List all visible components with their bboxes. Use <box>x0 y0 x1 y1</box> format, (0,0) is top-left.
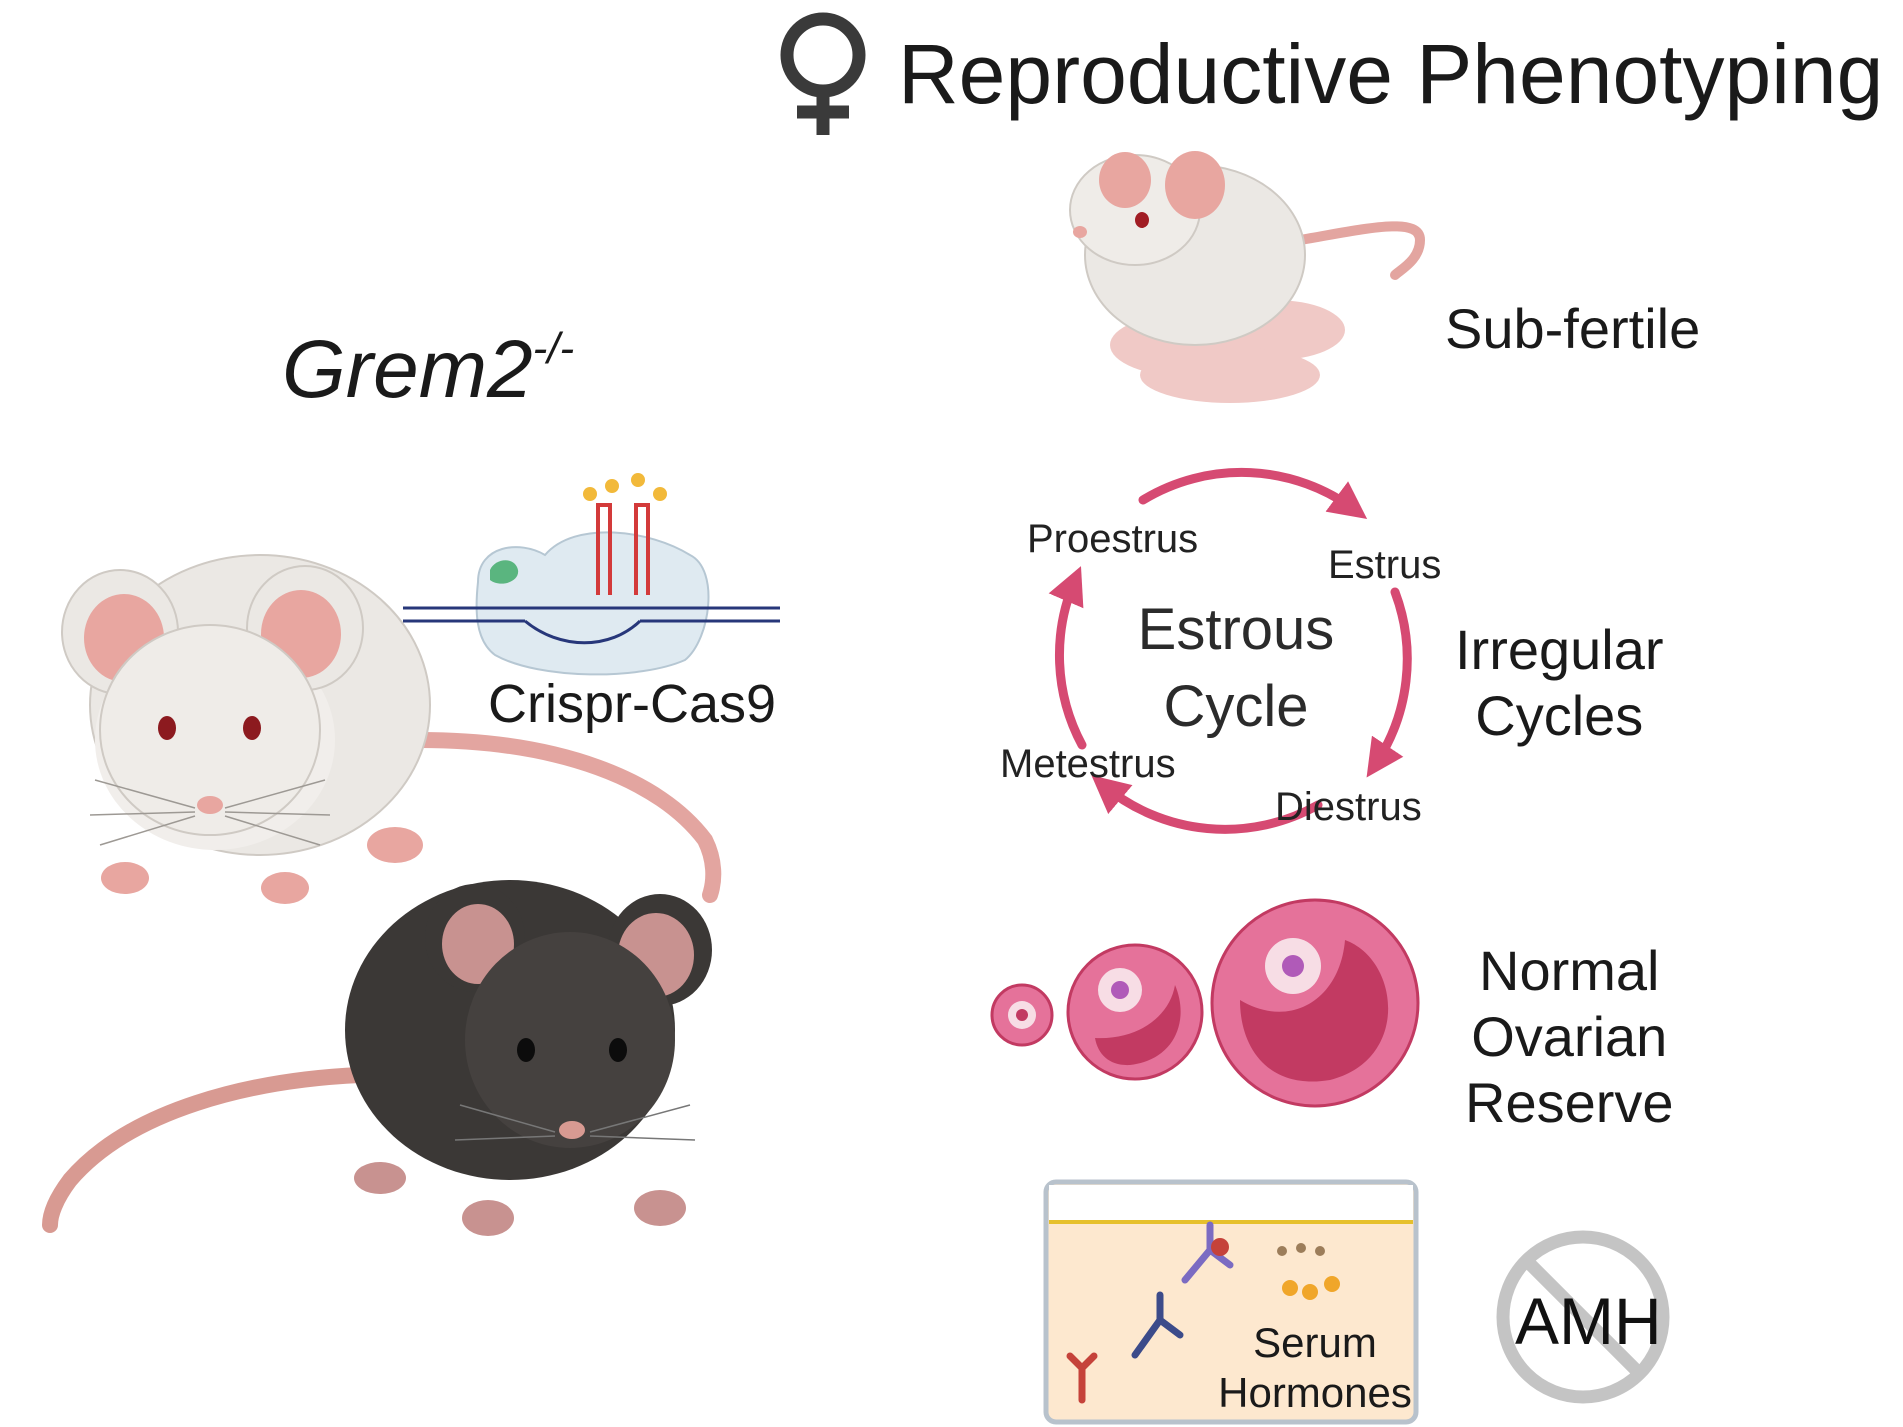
irregular-cycles-line-2: Cycles <box>1475 684 1644 748</box>
estrous-cycle-center-label: Estrous Cycle <box>1126 592 1346 745</box>
ovarian-reserve-line-2: Ovarian <box>1471 1005 1668 1069</box>
stage-proestrus: Proestrus <box>1027 517 1199 561</box>
mouse-with-pups-illustration <box>1069 151 1426 403</box>
page-title: Reproductive Phenotyping <box>898 27 1884 121</box>
crispr-label: Crispr-Cas9 <box>488 674 777 734</box>
subfertile-label: Sub-fertile <box>1445 297 1701 360</box>
ovarian-reserve-label: Normal Ovarian Reserve <box>1465 938 1674 1136</box>
crispr-cas9-icon <box>403 473 780 676</box>
female-symbol-icon <box>780 12 866 135</box>
serum-line-1: Serum <box>1253 1319 1377 1366</box>
ovarian-reserve-line-1: Normal <box>1479 939 1660 1002</box>
stage-metestrus: Metestrus <box>1000 742 1176 786</box>
genotype-label: Grem2-/- <box>282 323 575 415</box>
estrous-center-line-1: Estrous <box>1137 597 1335 662</box>
gene-name: Grem2 <box>282 324 533 415</box>
genotype-superscript: -/- <box>532 323 575 373</box>
irregular-cycles-label: Irregular Cycles <box>1455 617 1664 749</box>
irregular-cycles-line-1: Irregular <box>1455 618 1664 681</box>
serum-hormones-label: Serum Hormones <box>1210 1318 1420 1417</box>
estrous-center-line-2: Cycle <box>1163 673 1309 739</box>
no-sign-icon <box>1496 1230 1670 1404</box>
ovarian-reserve-line-3: Reserve <box>1465 1071 1674 1135</box>
serum-line-2: Hormones <box>1218 1368 1412 1416</box>
serum-assay-dish-illustration <box>1043 1179 1419 1425</box>
stage-estrus: Estrus <box>1328 543 1442 587</box>
white-mouse-illustration <box>61 554 722 904</box>
stage-diestrus: Diestrus <box>1275 785 1422 829</box>
amh-label: AMH <box>1515 1284 1662 1358</box>
black-mouse-illustration <box>42 880 712 1236</box>
ovarian-follicles-illustration <box>990 898 1420 1108</box>
estrous-cycle-arrows <box>1048 467 1412 834</box>
